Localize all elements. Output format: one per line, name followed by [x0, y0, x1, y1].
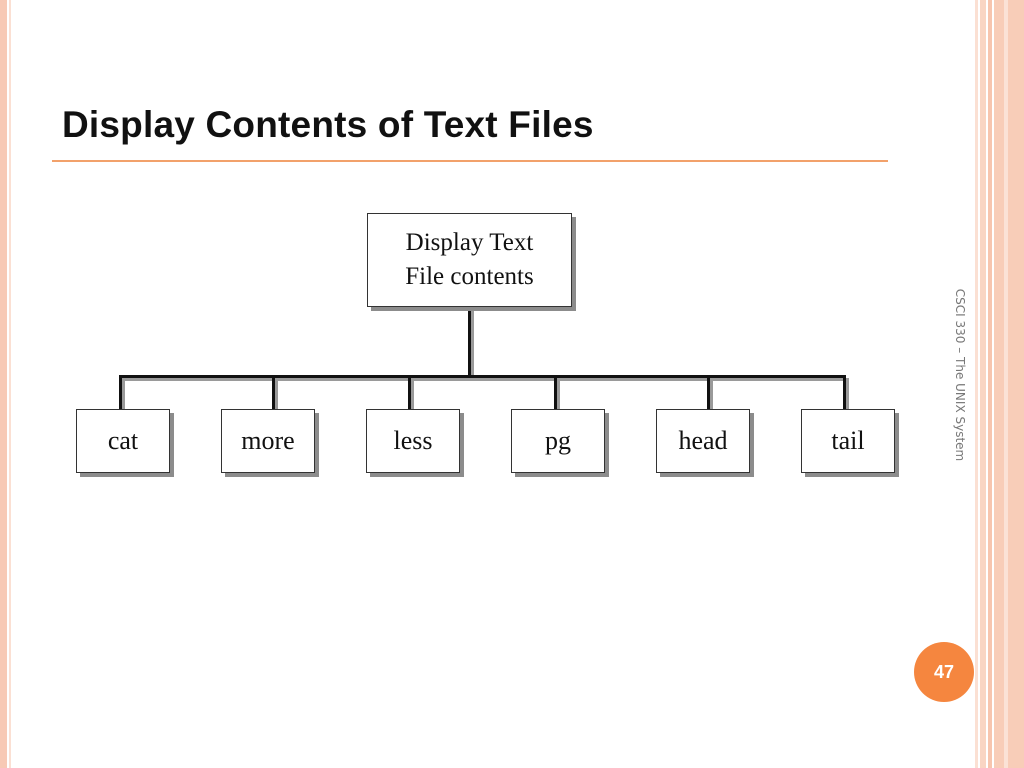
connector-shadow	[411, 378, 414, 411]
connector-shadow	[122, 378, 849, 381]
root-node: Display Text File contents	[367, 213, 572, 307]
left-border-line	[9, 0, 11, 768]
node-less: less	[366, 409, 460, 473]
node-cat: cat	[76, 409, 170, 473]
right-border-stripe	[988, 0, 992, 768]
trunk-connector	[468, 307, 471, 377]
branch-connector	[707, 375, 710, 409]
connector-shadow	[471, 307, 474, 379]
page-number-badge: 47	[914, 642, 974, 702]
branch-connector	[272, 375, 275, 409]
horizontal-connector	[119, 375, 846, 378]
title-underline	[52, 160, 888, 162]
right-border-stripe	[994, 0, 1024, 768]
node-pg: pg	[511, 409, 605, 473]
connector-shadow	[122, 378, 125, 411]
connector-shadow	[557, 378, 560, 411]
connector-shadow	[275, 378, 278, 411]
left-border-stripe	[0, 0, 7, 768]
root-node-line2: File contents	[405, 263, 534, 290]
branch-connector	[554, 375, 557, 409]
node-more: more	[221, 409, 315, 473]
branch-connector	[408, 375, 411, 409]
node-head: head	[656, 409, 750, 473]
right-border-stripe	[1004, 0, 1008, 768]
branch-connector	[843, 375, 846, 409]
node-tail: tail	[801, 409, 895, 473]
right-border-stripe	[980, 0, 986, 768]
slide-title: Display Contents of Text Files	[62, 104, 594, 145]
right-border-stripe	[975, 0, 978, 768]
root-node-line1: Display Text	[405, 229, 534, 256]
branch-connector	[119, 375, 122, 409]
connector-shadow	[710, 378, 713, 411]
connector-shadow	[846, 378, 849, 411]
